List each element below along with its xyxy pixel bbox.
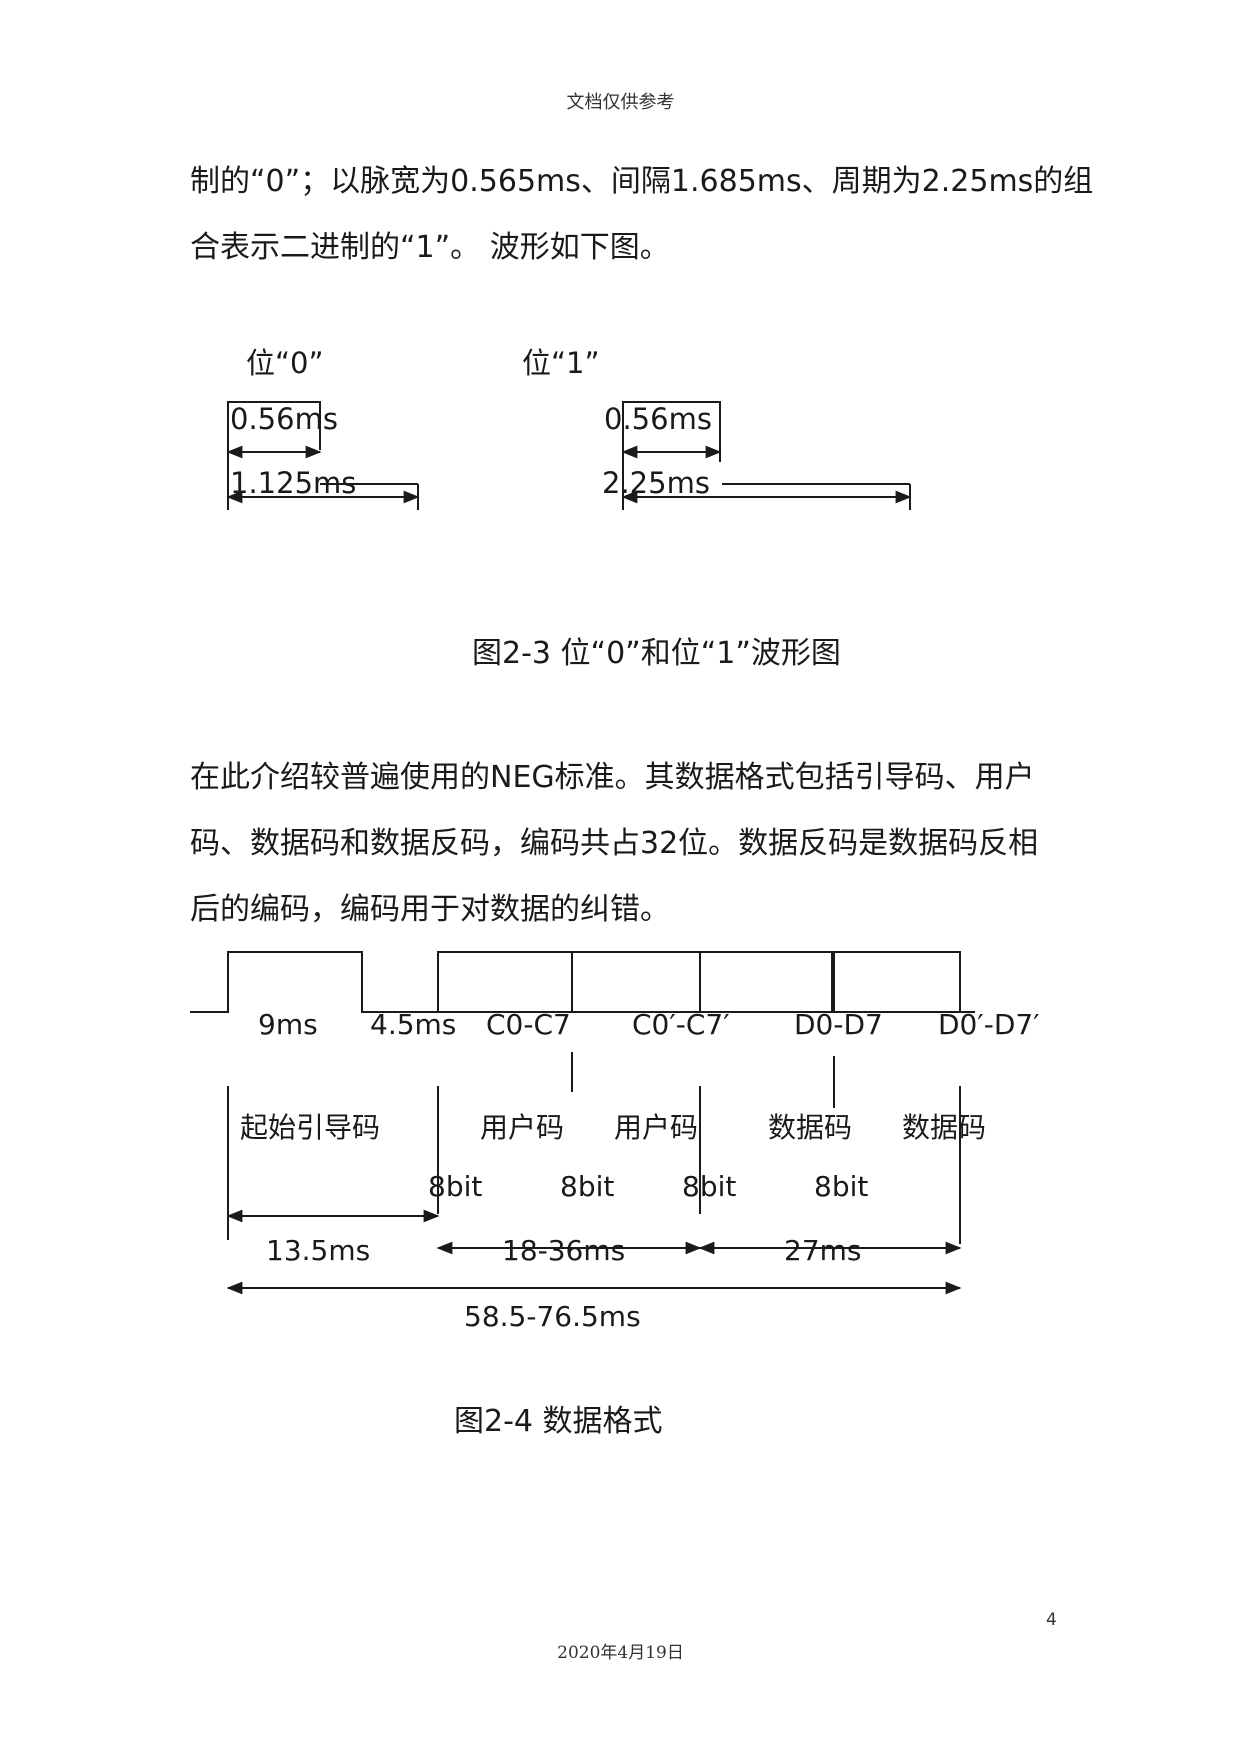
lead-time-label: 13.5ms [266,1234,371,1267]
bit0-waveform [226,401,420,510]
frame-waveform [190,951,975,1295]
page-footer-date: 2020年4月19日 [557,1643,684,1663]
paragraph-2-line-1: 在此介绍较普遍使用的NEG标准。其数据格式包括引导码、用户 [190,760,1035,795]
bits-label-4: 8bit [814,1170,869,1203]
seg-c-label: C0-C7 [486,1008,571,1041]
figure-2-4-caption: 图2-4 数据格式 [454,1404,663,1439]
paragraph-2-line-3: 后的编码，编码用于对数据的纠错。 [190,892,670,927]
seg-45ms-label: 4.5ms [370,1008,457,1041]
data-time-label: 27ms [784,1234,862,1267]
paragraph-1-line-2: 合表示二进制的“1”。 波形如下图。 [190,230,670,265]
bits-label-3: 8bit [682,1170,737,1203]
bit1-pulse-label: 0.56ms [604,402,712,436]
seg-cbar-label: C0′-C7′ [632,1008,730,1041]
total-time-label: 58.5-76.5ms [464,1300,641,1333]
data-code-name-2: 数据码 [902,1111,987,1144]
seg-d-label: D0-D7 [794,1008,883,1041]
page-header: 文档仅供参考 [566,92,675,113]
bits-label-2: 8bit [560,1170,615,1203]
paragraph-2-line-2: 码、数据码和数据反码，编码共占32位。数据反码是数据码反相 [190,826,1039,861]
seg-9ms-label: 9ms [258,1008,318,1041]
seg-dbar-label: D0′-D7′ [938,1008,1040,1041]
bits-label-1: 8bit [428,1170,483,1203]
paragraph-1-line-1: 制的“0”；以脉宽为0.565ms、间隔1.685ms、周期为2.25ms的组 [190,164,1094,199]
user-code-name-2: 用户码 [614,1111,699,1144]
figure-2-3-caption: 图2-3 位“0”和位“1”波形图 [472,636,841,671]
user-time-label: 18-36ms [502,1234,626,1267]
lead-code-name: 起始引导码 [240,1111,381,1144]
user-code-name-1: 用户码 [480,1111,565,1144]
bit1-waveform [621,401,912,510]
page-number: 4 [1046,1610,1057,1630]
bit1-label: 位“1” [522,346,600,380]
bit0-label: 位“0” [246,346,324,380]
data-code-name-1: 数据码 [768,1111,853,1144]
